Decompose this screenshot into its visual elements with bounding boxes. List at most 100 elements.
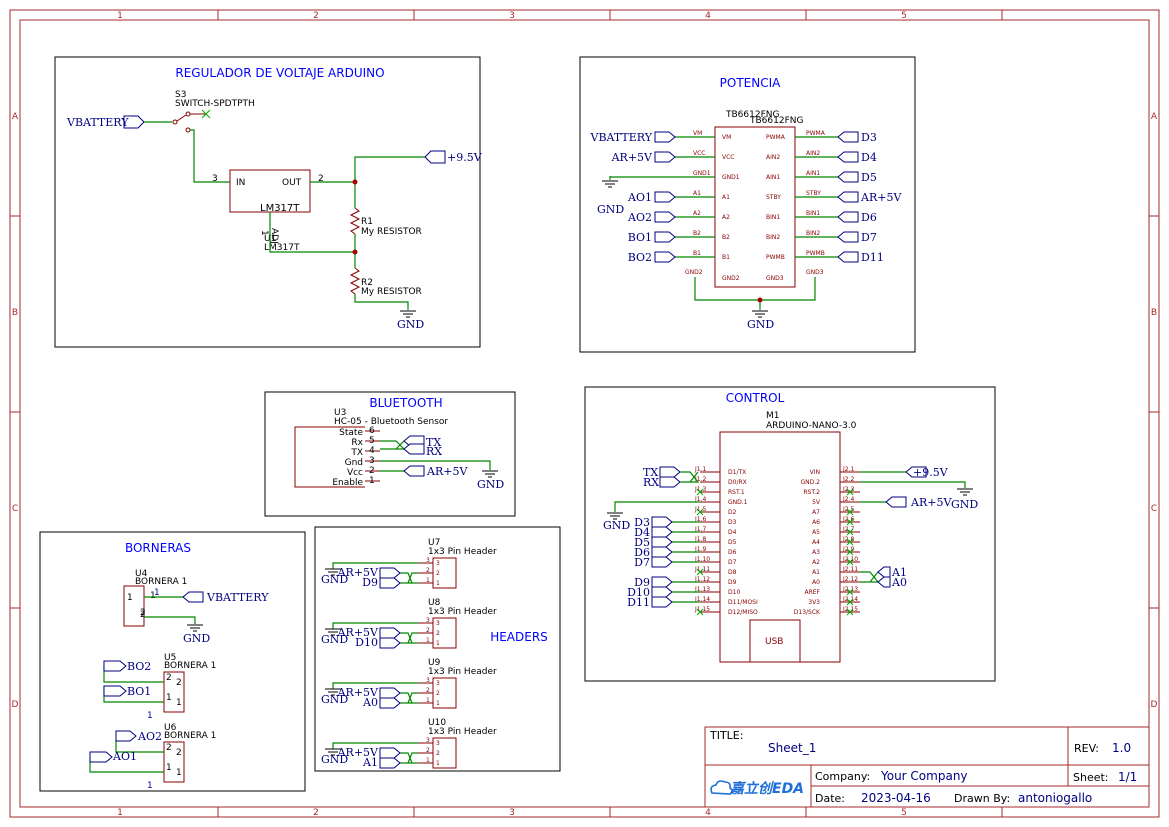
row-label-d-right: D [1151,700,1158,710]
ground-icon [752,310,768,318]
header-pin-number: 3 [426,737,430,744]
nano-right-pin-number: J2.5 [842,506,854,513]
tb6612-left-net-label: AO2 [627,211,652,224]
nano-ref: M1 [766,411,780,421]
tb6612-left-pin-label: VM [693,130,702,137]
tb-company-value: Your Company [880,769,968,783]
nano-left-pin-label: D2 [728,509,737,516]
nano-d4-flag [651,526,673,538]
hc05-ref: U3 [334,408,346,418]
tb6612-left-net-label: AR+5V [611,151,653,164]
row-label-d: D [12,700,19,710]
bluetooth-title: BLUETOOTH [369,396,442,410]
tb6612-left-pin-inner: VCC [722,154,734,161]
tb-drawn-value: antoniogallo [1018,791,1092,805]
bt-5v-label: AR+5V [426,465,468,478]
header-gnd-label: GND [321,573,348,586]
header-pin-inner: 2 [436,750,440,757]
tb6612-right-pin-label: AIN1 [806,170,820,177]
u5-bo2-label: BO2 [127,660,151,673]
tb6612-ar5v-flag [654,151,676,163]
ground-icon [325,688,341,696]
header-pin-inner: 1 [436,580,440,587]
u4-name: BORNERA 1 [135,577,187,587]
tb-sheet-label: Sheet: [1073,771,1109,784]
tb6612-right-pin-label: BIN2 [806,230,820,237]
nano-usb [749,619,801,663]
lm317-pin1: 1 [259,230,269,236]
hc05-pin-number: 4 [369,446,375,456]
nano-95-flag [905,466,927,478]
hc05-name: HC-05 - Bluetooth Sensor [334,417,448,427]
tb6612-body [714,126,796,288]
header-pin-inner: 1 [436,760,440,767]
nano-left-pin-number: J1.5 [694,506,706,513]
u6-name: BORNERA 1 [164,731,216,741]
bt-rx-label: RX [426,445,442,458]
col-label-1-bottom: 1 [117,808,123,818]
ground-icon [325,748,341,756]
ground-icon [602,180,618,188]
u6-marker: 1 [147,781,153,791]
tb6612-right-pin-inner: BIN2 [766,234,780,241]
nano-left-pin-label: D8 [728,569,737,576]
header-pin-number: 2 [426,687,430,694]
nano-a1-flag [877,566,891,578]
bluetooth-section: BLUETOOTH U3 HC-05 - Bluetooth Sensor St… [264,391,516,517]
tb-title-label: TITLE: [709,729,743,742]
tb6612-left-pins: VMVMVBATTERYVCCVCCAR+5VGND1GND1A1A1AO1A2… [590,130,740,282]
nano-left-pin-label: D9 [728,579,737,586]
header-signal-flag [379,637,401,649]
tb6612-right-pin-inner: AIN1 [766,174,780,181]
title-block: TITLE: Sheet_1 REV: 1.0 Company: Your Co… [704,726,1150,808]
tb6612-name: TB6612FNG [749,116,803,126]
nano-left-pin-label: D0/RX [728,479,747,486]
nano-digital-label: D10 [627,586,650,599]
header-5v-label: AR+5V [337,626,379,639]
header-signal-flag [379,577,401,589]
header-pin-inner: 3 [436,740,440,747]
nano-left-pin-label: D7 [728,559,737,566]
borneras-section: BORNERAS U4 BORNERA 1 1 2 1 1 VBATTERY 2… [39,531,306,792]
nano-right-pin-label: A0 [812,579,820,586]
tb6612-right-pin-label: PWMB [806,250,825,257]
vbattery-net-label: VBATTERY [66,116,129,129]
tb6612-d4-flag [837,151,859,163]
hc05-pin-number: 6 [369,426,375,436]
u6-ao1-flag [89,751,113,763]
row-label-a: A [12,112,19,122]
nano-left-pin-number: J1.4 [694,496,706,503]
tb-date-label: Date: [815,792,845,805]
eda-logo-text: 嘉立创EDA [729,780,804,797]
nano-5v-flag [885,496,907,508]
nano-right-pin-number: J2.6 [842,516,854,523]
tb-sheet-value: 1/1 [1118,770,1137,784]
tb6612-left-pin-label: B2 [693,230,701,237]
nano-left-pin-number: J1.8 [694,536,706,543]
nano-d11-flag [651,596,673,608]
nano-left-pin-label: GND.1 [728,499,748,506]
tb6612-left-pin-label: VCC [693,150,705,157]
u6-num1: 1 [166,763,172,773]
header-ref: U7 [428,538,440,548]
bt-gnd-label: GND [477,478,504,491]
hc05-pin-label: Vcc [347,468,363,478]
header-5v-label: AR+5V [337,566,379,579]
tb6612-d11-flag [837,251,859,263]
header-name: 1x3 Pin Header [428,667,497,677]
tb-date-value: 2023-04-16 [861,791,931,805]
tb6612-left-pin-inner: B2 [722,234,730,241]
nano-left-pin-number: J1.9 [694,546,706,553]
header-gnd-label: GND [321,693,348,706]
nano-left-pin-label: D11/MOSI [728,599,758,606]
u6-num2: 2 [166,743,172,753]
col-label-1: 1 [117,11,123,21]
bt-rx-flag [403,443,425,455]
nano-d5-flag [651,536,673,548]
nano-d9-flag [651,576,673,588]
u4-pin1-right: 1 [150,591,156,601]
tb6612-left-pin-label: GND1 [693,170,711,177]
nano-digital-label: D4 [634,526,650,539]
nano-right-pin-label: RST.2 [803,489,820,496]
